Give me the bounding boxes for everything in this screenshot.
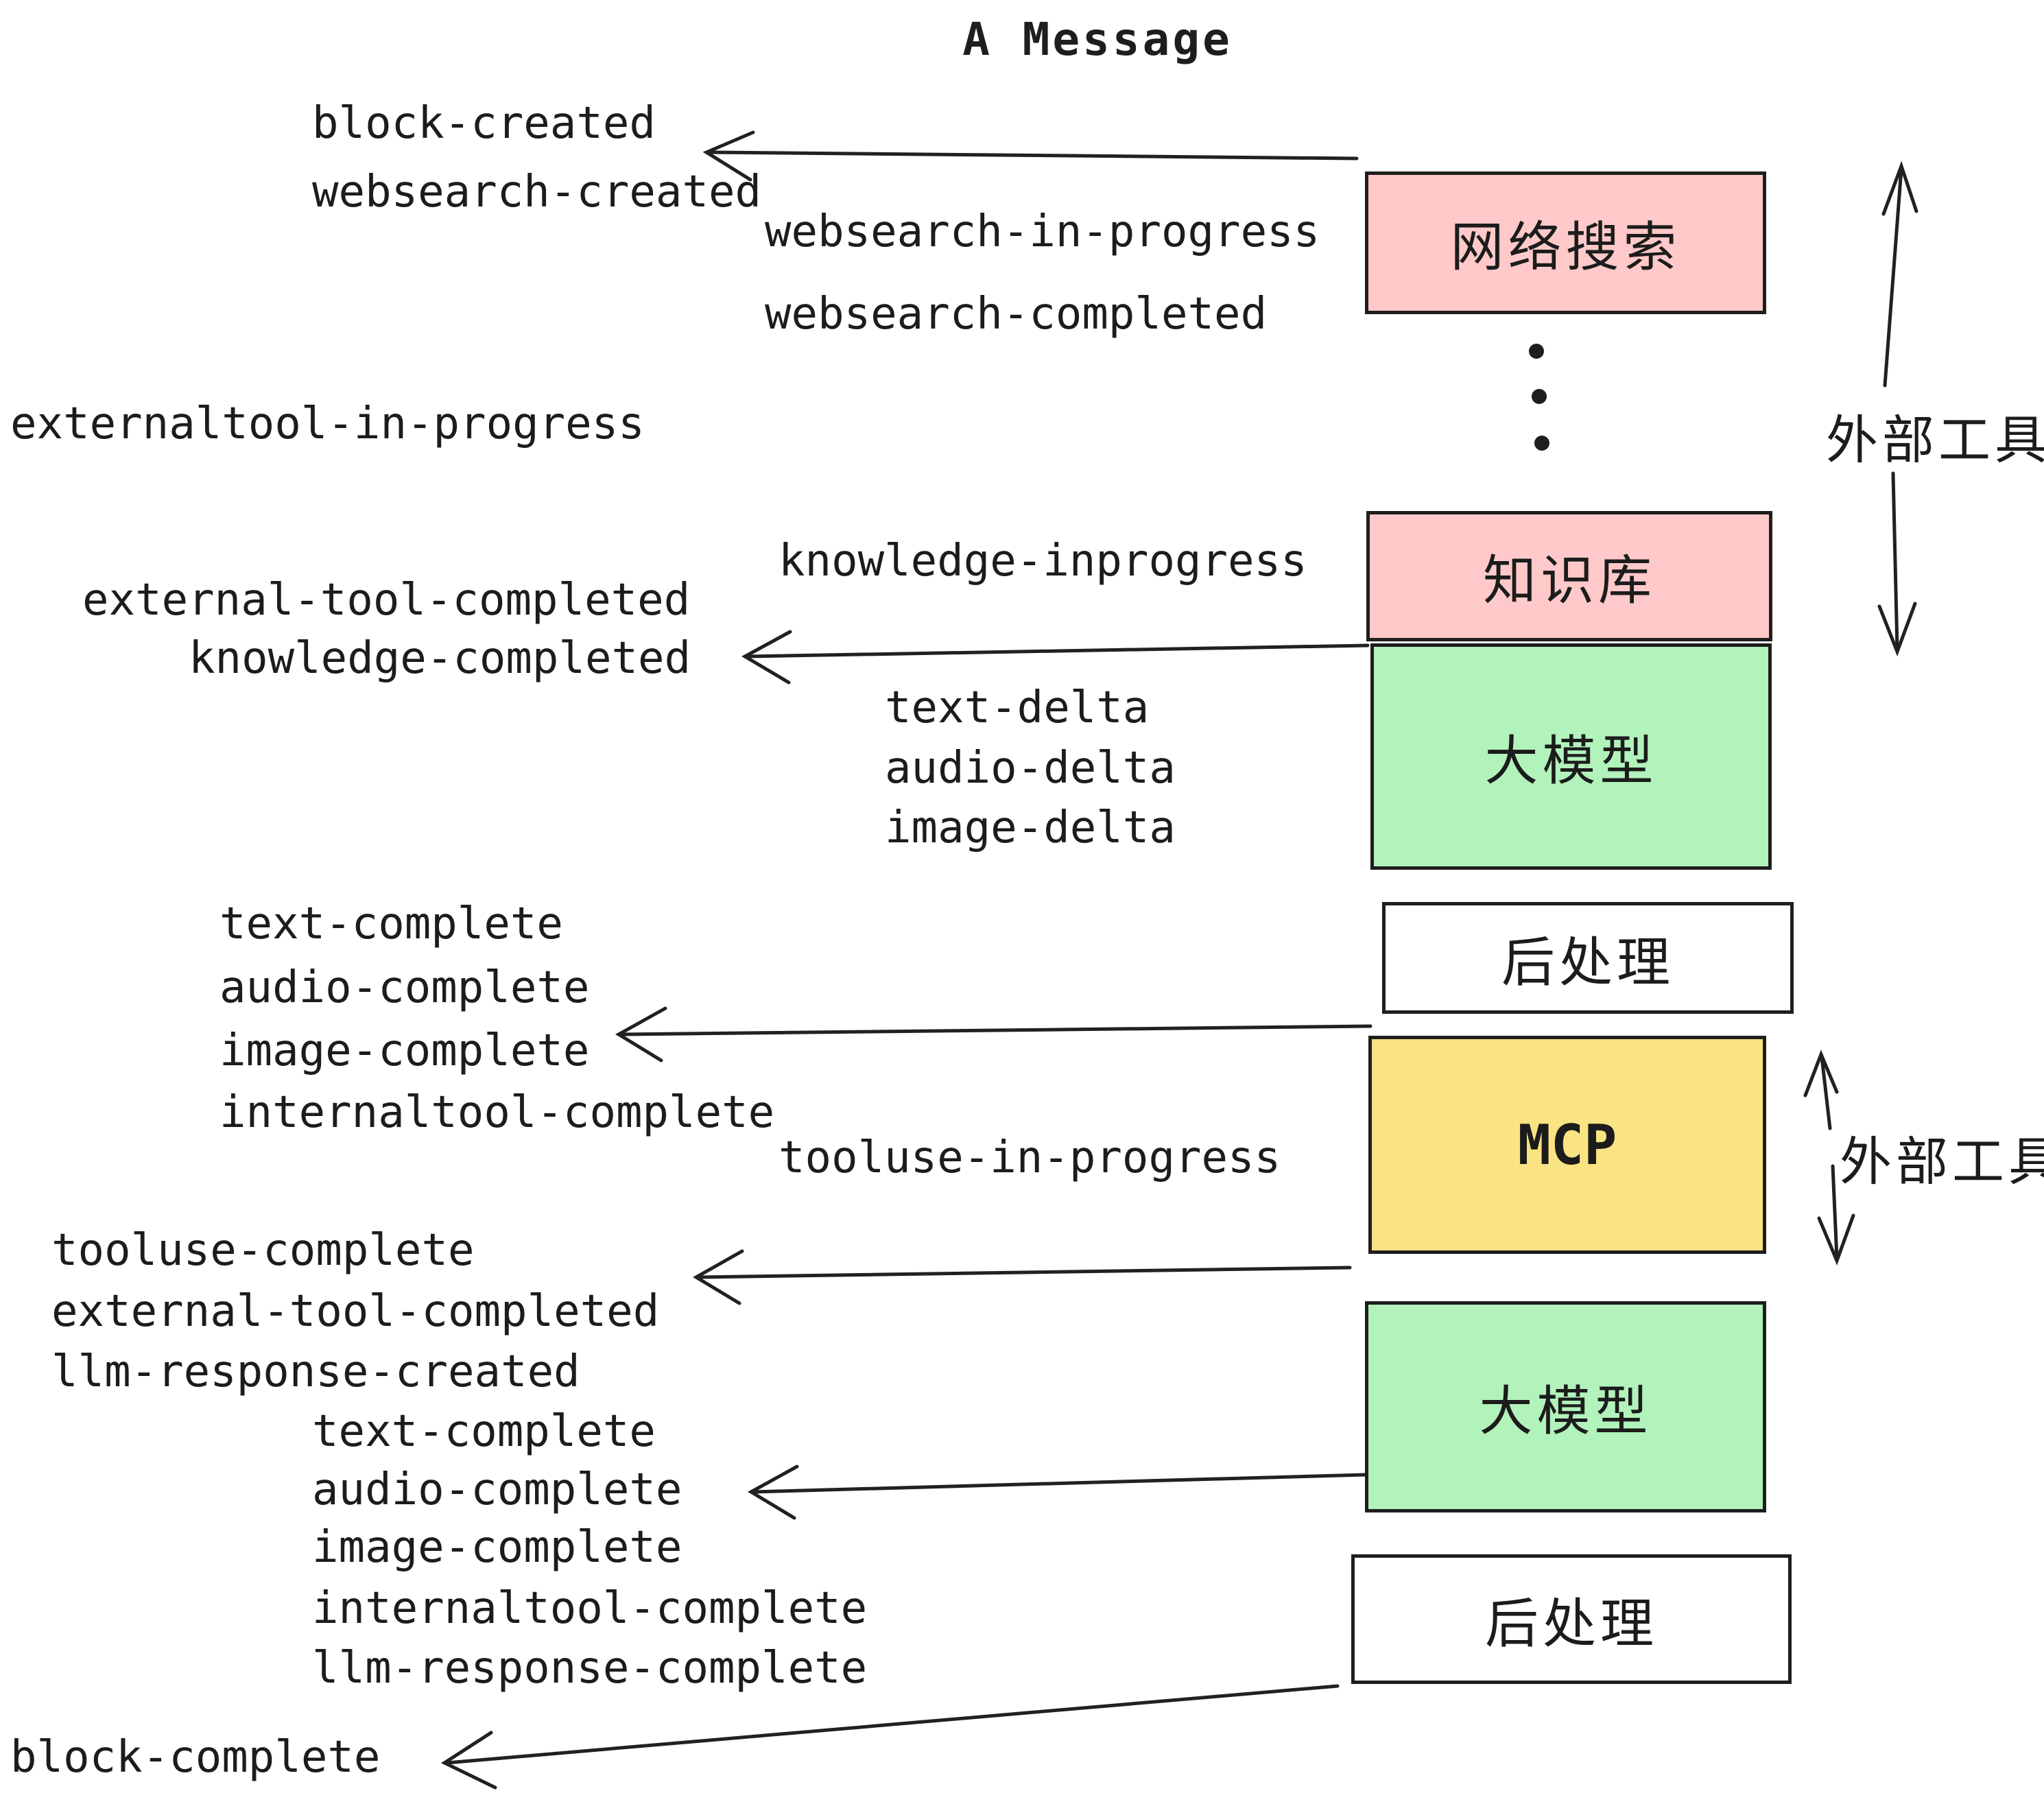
arrow-postprocess2-to-block-complete [440,1684,1340,1790]
arrow-postprocess-to-complete-list [615,1006,1372,1063]
external-tools-up-arrow-top [1881,161,1918,388]
box-mcp: MCP [1368,1036,1766,1254]
box-postprocess-1: 后处理 [1382,902,1794,1014]
event-llm-response-created: llm-response-created [51,1346,580,1397]
event-external-tool-completed-1: external-tool-completed [82,575,691,626]
box-llm-2-label: 大模型 [1479,1381,1652,1443]
box-websearch: 网络搜索 [1365,171,1766,314]
event-block-complete: block-complete [10,1732,381,1783]
event-websearch-in-progress: websearch-in-progress [765,206,1320,257]
event-knowledge-inprogress: knowledge-inprogress [779,536,1307,586]
external-tools-up-arrow-mid [1803,1049,1839,1130]
event-text-complete-1: text-complete [219,899,563,949]
event-audio-complete-1: audio-complete [219,962,590,1013]
arrow-websearch-to-block-created [702,130,1359,182]
arrow-mcp-to-tooluse-complete [693,1249,1352,1305]
box-mcp-label: MCP [1517,1113,1617,1177]
event-tooluse-in-progress: tooluse-in-progress [779,1132,1281,1183]
arrow-knowledge-completed [741,630,1370,685]
ellipsis-dots [1529,344,1549,451]
event-image-complete-1: image-complete [219,1025,590,1076]
event-tooluse-complete: tooluse-complete [51,1225,475,1276]
box-llm-1-label: 大模型 [1484,731,1658,792]
event-audio-complete-2: audio-complete [312,1464,682,1515]
box-postprocess-2: 后处理 [1351,1554,1792,1684]
event-externaltool-in-progress: externaltool-in-progress [10,399,645,449]
event-websearch-completed: websearch-completed [765,289,1268,340]
event-knowledge-completed: knowledge-completed [189,633,691,684]
event-websearch-created: websearch-created [312,167,762,217]
box-postprocess-2-label: 后处理 [1484,1593,1658,1655]
event-internaltool-complete-1: internaltool-complete [219,1087,775,1138]
event-text-delta-1: text-delta [885,683,1150,733]
event-audio-delta-1: audio-delta [885,743,1176,794]
box-knowledge-label: 知识库 [1482,550,1656,612]
external-tools-down-arrow-top [1877,471,1917,656]
event-image-delta-1: image-delta [885,803,1176,853]
event-block-created: block-created [312,98,656,149]
external-tools-label-mid: 外部工具 [1840,1131,2044,1192]
arrow-llm2-to-audio-complete [748,1464,1367,1520]
external-tools-down-arrow-mid [1817,1164,1855,1266]
external-tools-label-top: 外部工具 [1826,410,2044,471]
event-external-tool-completed-2: external-tool-completed [51,1286,660,1337]
event-image-complete-2: image-complete [312,1522,682,1573]
box-llm-2: 大模型 [1365,1301,1766,1512]
event-internaltool-complete-2: internaltool-complete [312,1583,868,1634]
event-llm-response-complete: llm-response-complete [312,1643,868,1694]
page-title: A Message [962,13,1233,66]
box-websearch-label: 网络搜索 [1450,217,1681,278]
box-llm-1: 大模型 [1370,643,1772,870]
event-text-complete-2: text-complete [312,1406,656,1457]
box-postprocess-1-label: 后处理 [1501,931,1674,994]
box-knowledge: 知识库 [1366,511,1772,641]
